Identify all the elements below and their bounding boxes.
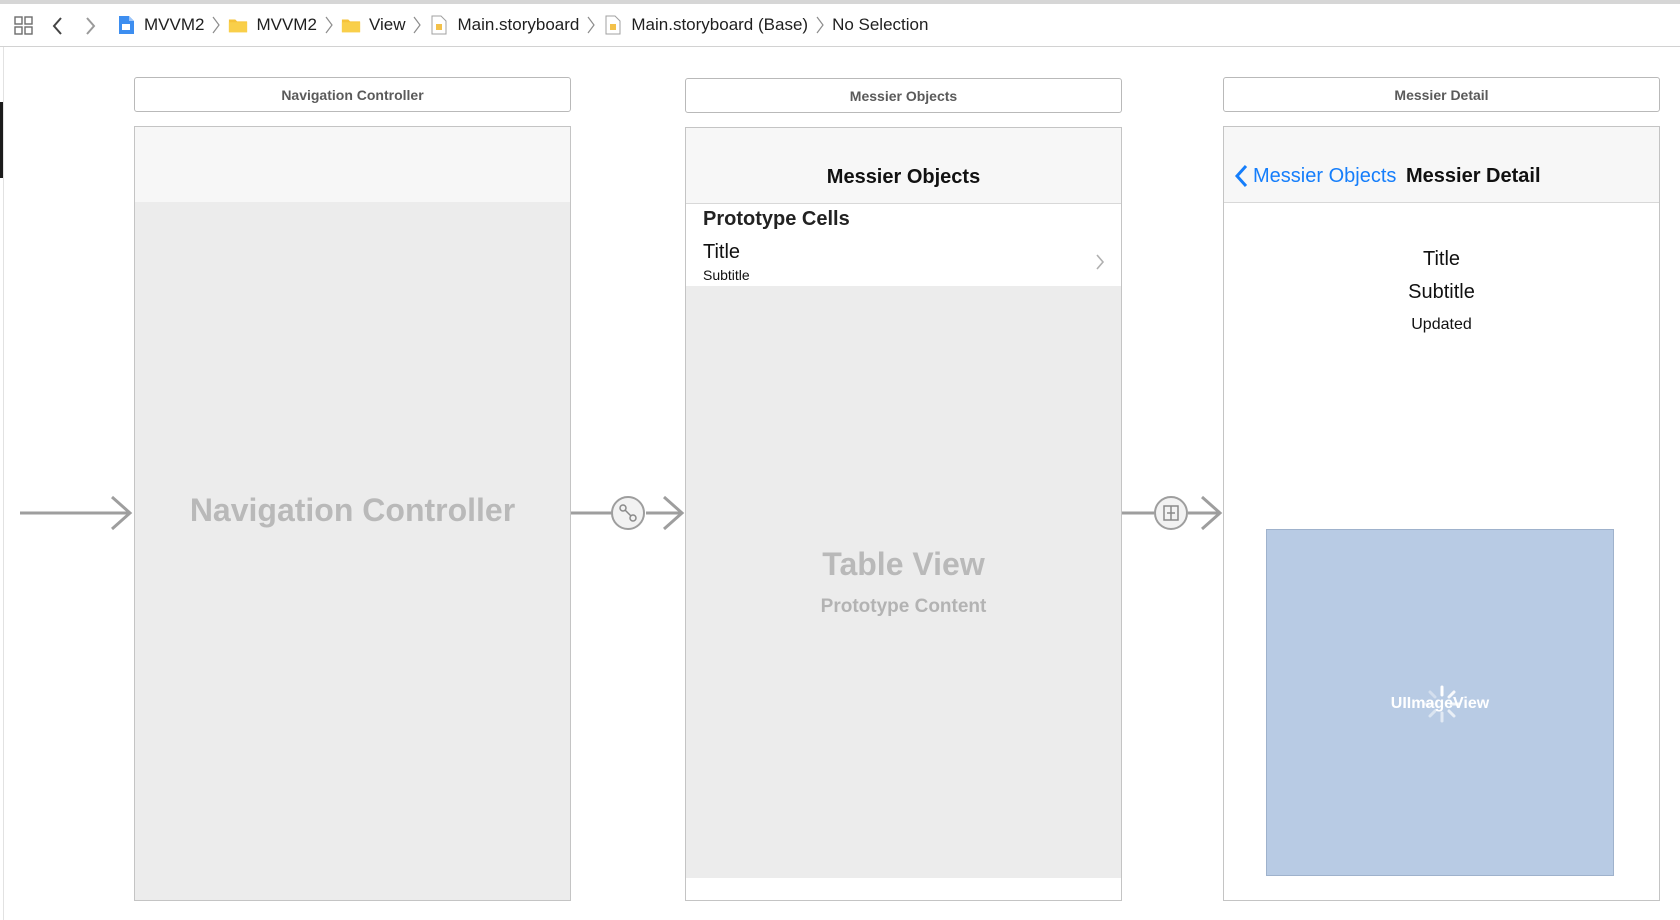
initial-arrow-head xyxy=(111,495,133,531)
breadcrumb-label: MVVM2 xyxy=(144,15,205,34)
navigation-bar: Messier Objects xyxy=(686,128,1121,204)
chevron-right-icon xyxy=(212,15,221,35)
scene-title-messier-objects[interactable]: Messier Objects xyxy=(685,78,1122,113)
navigation-bar xyxy=(135,127,570,203)
table-view-label: Table View xyxy=(822,546,985,582)
table-view-placeholder: Table View Prototype Content xyxy=(686,286,1121,878)
prototype-cells-label: Prototype Cells xyxy=(703,208,850,230)
image-view[interactable]: UIImageView xyxy=(1266,529,1614,876)
canvas-left-marker xyxy=(0,102,3,178)
messier-objects-scene[interactable]: Messier Objects Prototype Cells Title Su… xyxy=(685,127,1122,901)
breadcrumb-label: MVVM2 xyxy=(256,15,317,34)
title-label: Title xyxy=(1422,248,1461,270)
scene-title-label: Messier Objects xyxy=(849,87,958,104)
updated-label: Updated xyxy=(1411,316,1472,333)
breadcrumb-item-storyboard-base[interactable]: Main.storyboard (Base) xyxy=(603,15,832,35)
prototype-content-label: Prototype Content xyxy=(820,596,987,617)
jump-bar: MVVM2 MVVM2 xyxy=(0,4,1680,47)
table-row[interactable]: Title Subtitle xyxy=(686,238,1121,293)
placeholder-label: Navigation Controller xyxy=(189,492,516,528)
chevron-right-icon xyxy=(816,15,824,35)
navigation-controller-placeholder: Navigation Controller xyxy=(135,202,570,900)
nav-title: Messier Objects xyxy=(826,166,981,188)
image-view-label: UIImageView xyxy=(1390,695,1490,712)
breadcrumb-label: View xyxy=(368,15,406,34)
related-items-icon[interactable] xyxy=(12,14,36,38)
window-top-edge xyxy=(0,0,1680,4)
breadcrumb-item-view-folder[interactable]: View xyxy=(341,15,430,35)
show-segue-arrow-head xyxy=(1201,495,1223,531)
breadcrumb-label: Main.storyboard xyxy=(457,15,580,34)
subtitle-label: Subtitle xyxy=(1408,281,1475,303)
activity-indicator-icon xyxy=(1422,684,1462,729)
breadcrumb: MVVM2 MVVM2 xyxy=(116,4,928,46)
breadcrumb-label: No Selection xyxy=(832,15,929,34)
breadcrumb-item-project[interactable]: MVVM2 xyxy=(116,15,228,35)
scene-title-label: Navigation Controller xyxy=(281,86,424,103)
breadcrumb-item-group[interactable]: MVVM2 xyxy=(228,15,340,35)
chevron-right-icon xyxy=(413,15,422,35)
back-icon[interactable] xyxy=(46,14,70,38)
disclosure-chevron-icon xyxy=(1095,253,1105,276)
folder-icon xyxy=(228,15,248,35)
back-button-label: Messier Objects xyxy=(1253,164,1397,187)
scene-title-navigation-controller[interactable]: Navigation Controller xyxy=(134,77,571,112)
root-segue-arrow-head xyxy=(663,495,685,531)
chevron-right-icon xyxy=(587,15,596,35)
nav-title: Messier Detail xyxy=(1406,165,1541,187)
back-button[interactable]: Messier Objects xyxy=(1234,164,1396,188)
cell-subtitle: Subtitle xyxy=(703,267,750,283)
chevron-right-icon xyxy=(325,15,333,35)
show-segue-icon[interactable] xyxy=(1154,496,1188,530)
breadcrumb-label: Main.storyboard (Base) xyxy=(631,15,809,34)
relationship-segue-icon[interactable] xyxy=(611,496,645,530)
project-icon xyxy=(116,15,136,35)
navigation-controller-scene[interactable]: Navigation Controller xyxy=(134,126,571,901)
cell-title: Title xyxy=(703,241,741,263)
storyboard-file-icon xyxy=(603,15,623,35)
chevron-left-icon xyxy=(1234,164,1248,188)
forward-icon[interactable] xyxy=(78,14,102,38)
navigation-bar: Messier Objects Messier Detail xyxy=(1224,127,1659,203)
folder-icon xyxy=(341,15,361,35)
storyboard-file-icon xyxy=(429,15,449,35)
scene-title-messier-detail[interactable]: Messier Detail xyxy=(1223,77,1660,112)
breadcrumb-item-storyboard[interactable]: Main.storyboard xyxy=(429,15,603,35)
canvas-left-border xyxy=(3,47,4,920)
scene-title-label: Messier Detail xyxy=(1394,86,1489,103)
breadcrumb-item-selection[interactable]: No Selection xyxy=(832,15,928,35)
